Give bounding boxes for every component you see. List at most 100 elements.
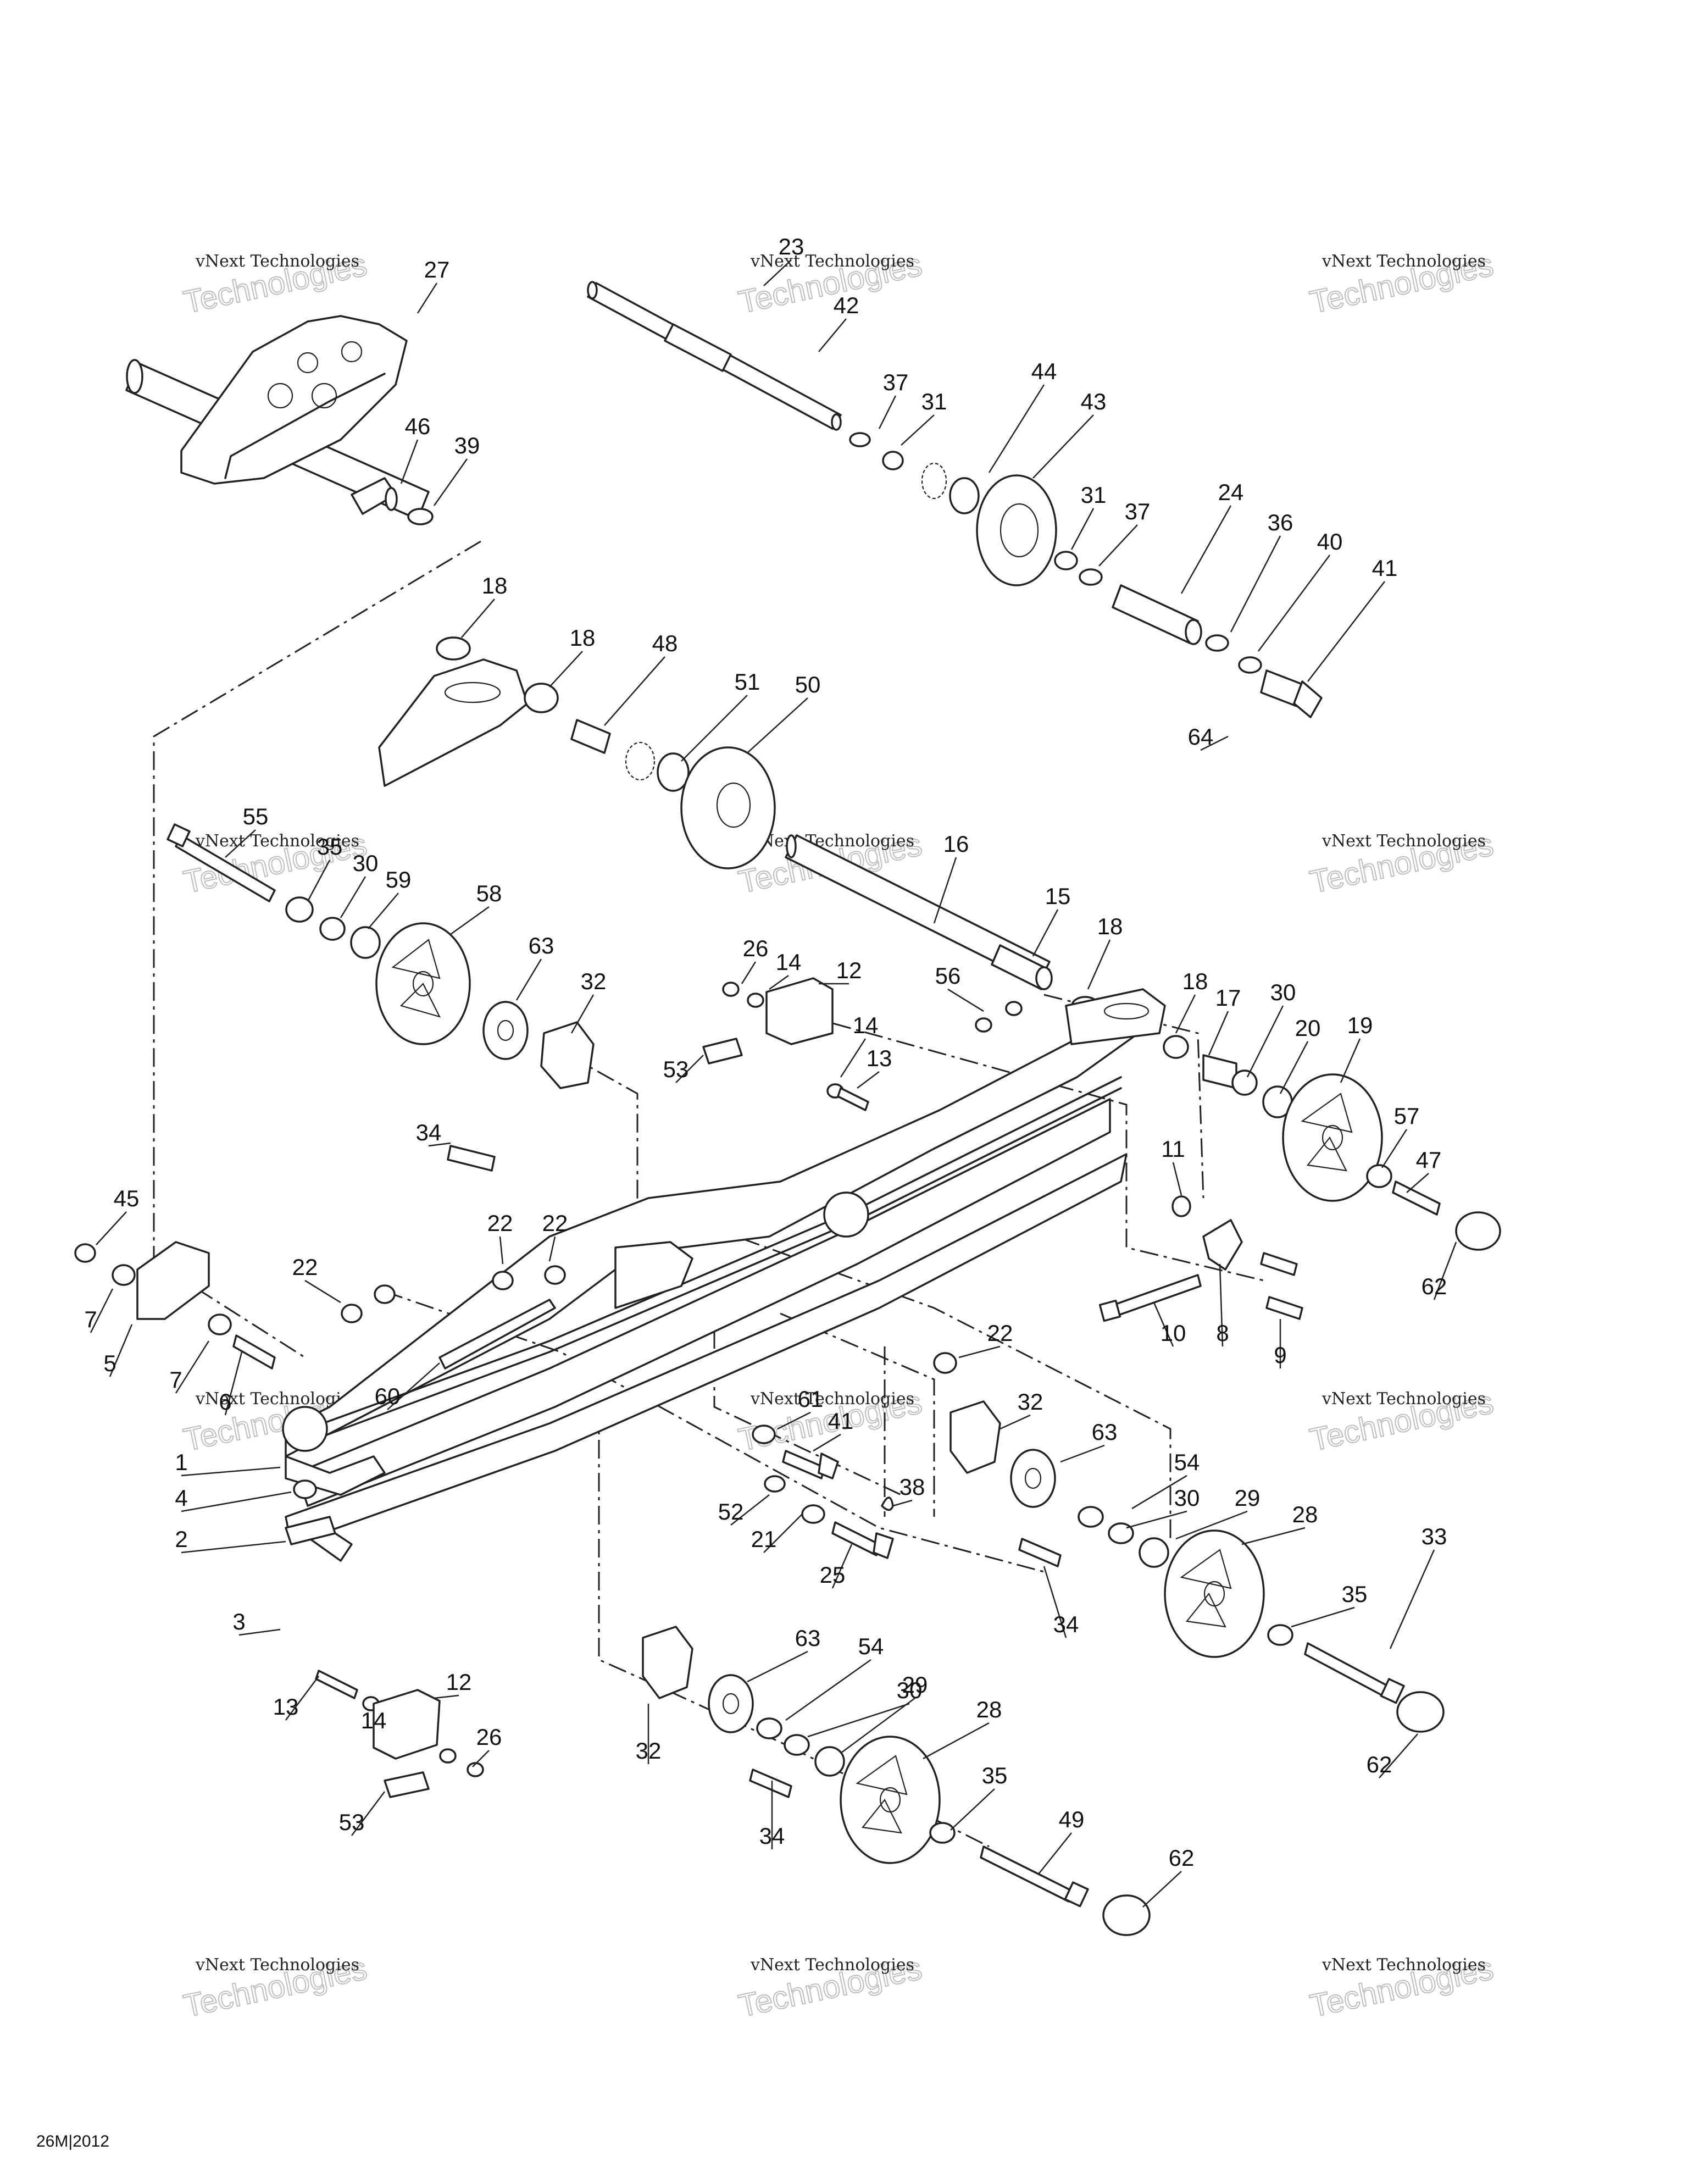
part-number-label: 24 (1218, 479, 1244, 505)
part-number-label: 33 (1422, 1523, 1447, 1549)
part-number-label: 54 (1174, 1449, 1200, 1475)
part-number-label: 37 (1125, 498, 1151, 524)
part-number-label: 35 (982, 1762, 1008, 1788)
leader-line (840, 1038, 867, 1078)
part-number-label: 14 (776, 949, 802, 975)
part-number-label: 50 (795, 672, 821, 697)
leader-line (1406, 1173, 1429, 1193)
watermark-vnext: vNext Technologies (195, 252, 359, 271)
leader-line (472, 1750, 490, 1767)
leader-line (368, 893, 399, 929)
part-number-label: 26 (743, 935, 769, 961)
part-number-label: 32 (636, 1738, 662, 1764)
leader-line (1172, 1162, 1182, 1196)
part-number-label: 62 (1367, 1751, 1392, 1777)
middle-shaft (785, 834, 1100, 1016)
leader-line (1230, 535, 1281, 633)
leader-line (428, 1142, 451, 1147)
leader-line (175, 1340, 210, 1394)
part-number-label: 14 (853, 1012, 879, 1038)
leader-line (450, 906, 490, 935)
part-number-label: 39 (454, 433, 480, 458)
leader-line (675, 1055, 704, 1083)
part-number-label: 10 (1160, 1320, 1186, 1346)
part-number-label: 22 (292, 1254, 318, 1280)
center-fasteners (752, 1424, 894, 1559)
part-number-label: 42 (834, 292, 859, 318)
leader-line (304, 1279, 341, 1304)
part-number-label: 53 (339, 1809, 365, 1835)
part-number-label: 41 (828, 1408, 854, 1434)
leader-line (777, 1411, 811, 1430)
part-number-label: 52 (718, 1499, 744, 1525)
leader-line (763, 1514, 803, 1553)
part-number-label: 47 (1416, 1147, 1442, 1173)
leader-line (1241, 1527, 1306, 1545)
leader-line (1000, 1414, 1031, 1430)
part-number-label: 44 (1031, 358, 1057, 384)
leader-line (1246, 1005, 1284, 1078)
leader-line (109, 1324, 133, 1377)
part-number-label: 53 (663, 1056, 689, 1082)
right-wheel-group (975, 988, 1501, 1322)
leader-line (785, 1659, 871, 1721)
watermark-vnext: vNext Technologies (1321, 832, 1486, 851)
part-number-label: 63 (529, 933, 554, 958)
part-number-label: 18 (482, 573, 508, 598)
left-wheel-group (166, 823, 595, 1172)
leader-line (1043, 1566, 1067, 1638)
part-number-label: 18 (570, 625, 596, 651)
leader-line (947, 988, 984, 1012)
part-number-label: 31 (921, 389, 947, 414)
leader-line (400, 439, 419, 484)
part-number-label: 5 (103, 1350, 116, 1376)
leader-line (181, 1540, 286, 1554)
part-number-label: 54 (858, 1633, 884, 1659)
leader-line (1126, 1510, 1187, 1529)
part-number-label: 37 (883, 369, 909, 395)
drawing-code: 26M|2012 (36, 2132, 109, 2150)
leader-line (681, 695, 748, 762)
part-number-label: 41 (1372, 555, 1398, 581)
leader-line (1379, 1733, 1418, 1778)
leader-line (950, 1788, 995, 1831)
leader-line (1038, 1832, 1072, 1875)
leader-line (434, 1694, 459, 1699)
part-number-label: 9 (1274, 1342, 1286, 1368)
part-number-label: 19 (1347, 1012, 1373, 1038)
leader-line (1291, 1606, 1355, 1628)
leader-line (307, 860, 331, 902)
part-number-label: 22 (542, 1210, 568, 1236)
leader-line (351, 1791, 385, 1836)
leader-line (225, 829, 256, 858)
leader-line (769, 974, 789, 990)
part-number-label: 57 (1394, 1103, 1420, 1129)
part-number-label: 28 (976, 1697, 1002, 1722)
part-number-label: 48 (652, 630, 678, 656)
part-number-label: 30 (1270, 979, 1296, 1005)
upper-slide-block (702, 977, 869, 1111)
part-number-label: 3 (232, 1609, 245, 1634)
leader-line (1070, 508, 1095, 550)
leader-line (1032, 414, 1094, 479)
leader-line (549, 651, 583, 688)
leader-line (433, 458, 468, 506)
leader-line (499, 1236, 504, 1265)
part-number-label: 29 (1235, 1485, 1261, 1511)
part-number-label: 38 (899, 1474, 925, 1500)
part-number-label: 43 (1081, 389, 1107, 414)
leader-line (1257, 555, 1331, 652)
leader-line (417, 282, 438, 314)
leader-line (1219, 1263, 1224, 1347)
leader-line (818, 318, 847, 352)
leader-line (224, 1351, 243, 1416)
part-number-label: 36 (1268, 509, 1293, 535)
part-number-label: 28 (1292, 1501, 1318, 1527)
part-number-label: 12 (836, 957, 862, 983)
leader-line (878, 395, 897, 429)
part-number-label: 63 (795, 1625, 821, 1651)
